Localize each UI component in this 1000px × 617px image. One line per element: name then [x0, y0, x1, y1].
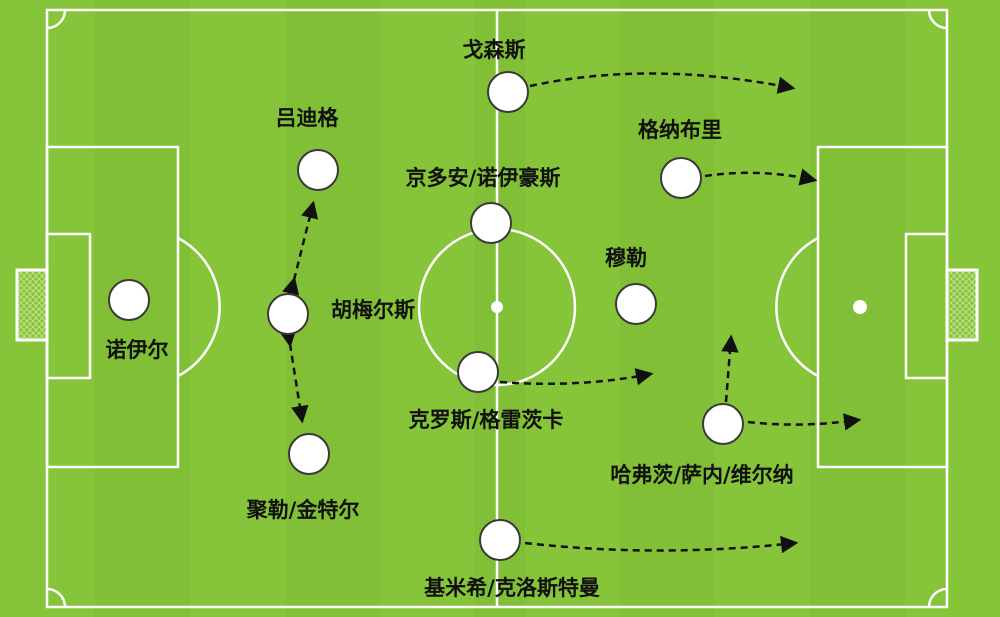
player-marker-st — [615, 283, 657, 325]
player-marker-lw — [487, 71, 529, 113]
corner-arc-tl — [46, 9, 67, 30]
arrow-rwb-run — [524, 535, 799, 554]
player-marker-rwb — [479, 519, 521, 561]
right-goal — [945, 268, 979, 342]
player-label-rwb: 基米希/克洛斯特曼 — [424, 576, 600, 600]
left-penalty-arc — [177, 236, 221, 378]
player-label-cb3: 聚勒/金特尔 — [246, 498, 360, 522]
player-marker-cm2 — [457, 351, 499, 393]
arrow-lw-run — [529, 72, 796, 94]
center-spot — [491, 301, 503, 313]
player-marker-am1 — [660, 157, 702, 199]
arrow-cb2-cb3 — [279, 328, 309, 424]
player-label-cb2: 胡梅尔斯 — [331, 298, 415, 322]
corner-arc-tr — [927, 9, 948, 30]
arrow-cm2-run — [499, 368, 654, 386]
player-marker-cb3 — [288, 433, 330, 475]
right-penalty-spot — [853, 300, 867, 314]
player-label-cb1: 吕迪格 — [275, 106, 339, 130]
arrow-am2-run — [747, 413, 862, 431]
corner-arc-bl — [46, 587, 67, 608]
movement-arrows — [279, 72, 862, 554]
player-label-cm1: 京多安/诺伊豪斯 — [405, 166, 561, 190]
arrow-cb1-cb2 — [282, 200, 319, 296]
left-goal — [15, 268, 49, 342]
right-penalty-arc — [775, 236, 819, 378]
player-label-st: 穆勒 — [605, 246, 647, 270]
player-label-gk: 诺伊尔 — [105, 338, 169, 362]
player-marker-gk — [108, 279, 150, 321]
corner-arc-br — [927, 587, 948, 608]
player-label-am1: 格纳布里 — [638, 118, 722, 142]
arrow-am2-up — [721, 334, 739, 403]
player-label-lw: 戈森斯 — [462, 38, 526, 62]
player-marker-cm1 — [470, 202, 512, 244]
player-marker-cb2 — [267, 293, 309, 335]
player-marker-am2 — [702, 403, 744, 445]
player-label-cm2: 克罗斯/格雷茨卡 — [408, 408, 564, 432]
player-marker-cb1 — [297, 149, 339, 191]
player-label-am2: 哈弗茨/萨内/维尔纳 — [610, 463, 794, 487]
arrow-am1-run — [704, 168, 818, 186]
